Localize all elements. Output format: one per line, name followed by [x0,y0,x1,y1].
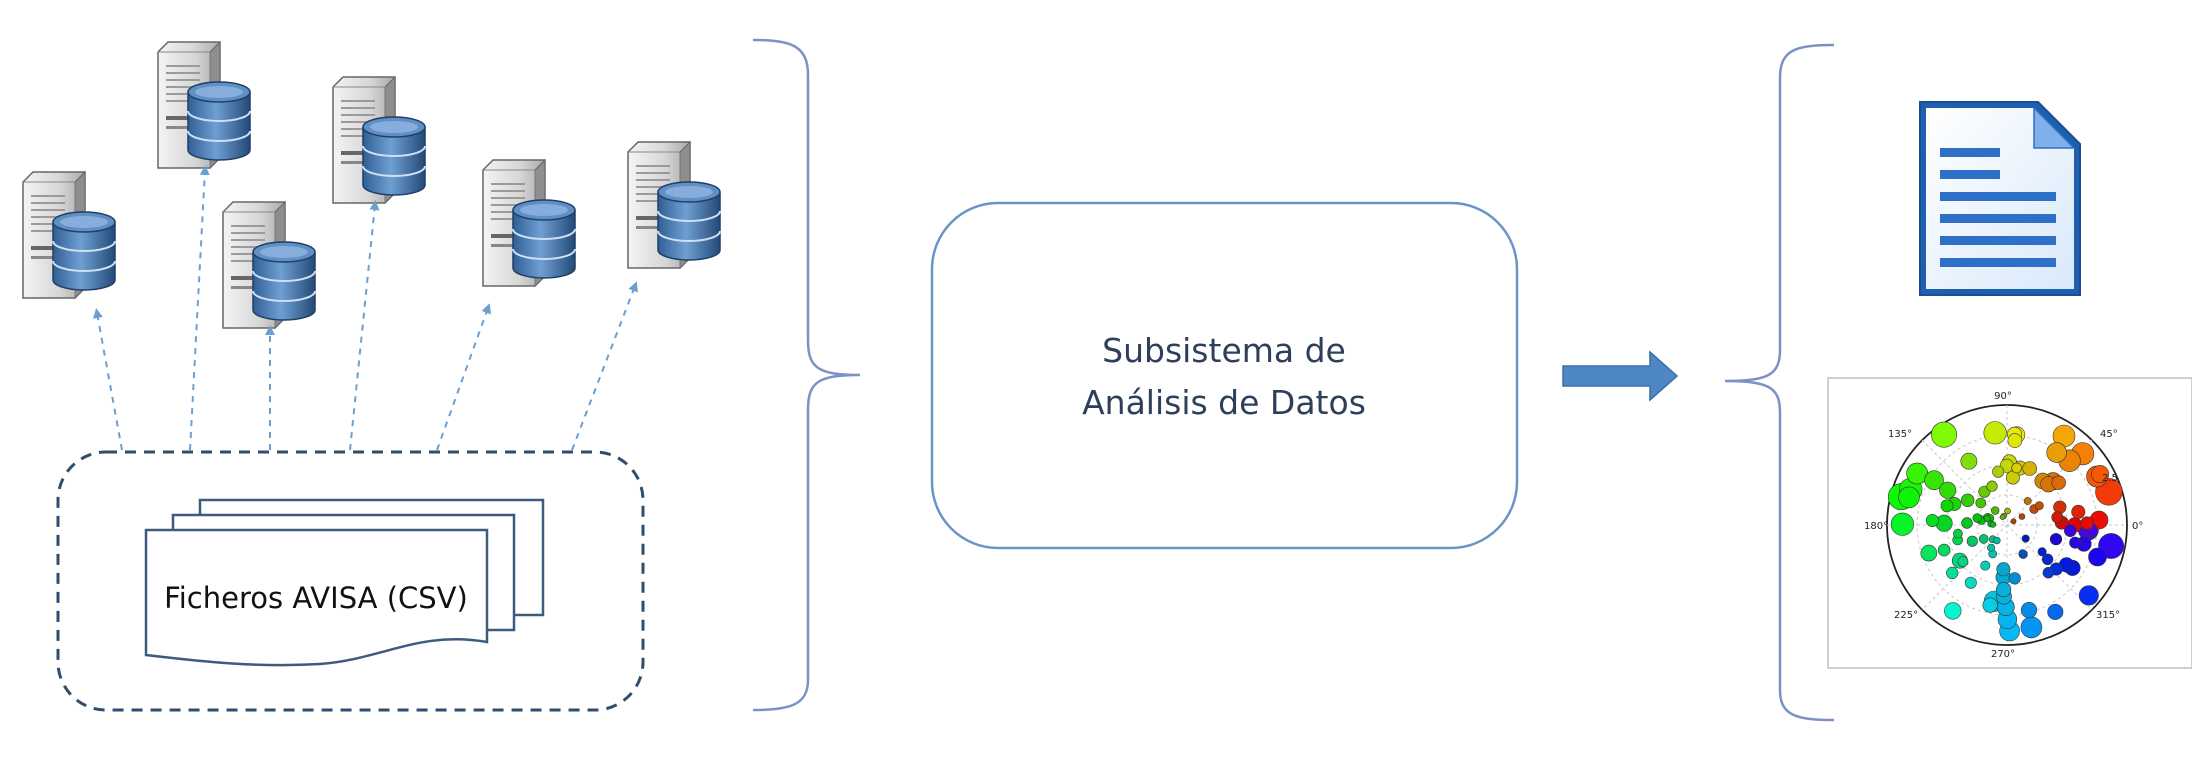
polar-point-98 [2018,549,2027,558]
polar-point-48 [2022,461,2037,476]
process-label-line2: Análisis de Datos [1082,383,1366,422]
csv-file-front [144,528,489,667]
output-arrow [1562,350,1679,402]
files-label: Ficheros AVISA (CSV) [164,581,468,615]
polar-point-49 [2007,433,2023,448]
polar-point-65 [2064,524,2077,538]
polar-point-60 [2053,500,2067,514]
polar-point-5 [1890,512,1914,536]
polar-point-74 [1961,517,1973,529]
polar-point-97 [2021,534,2030,543]
analysis-subsystem-box: Subsistema de Análisis de Datos [930,201,1519,550]
csv-file-stack: Ficheros AVISA (CSV) [144,498,545,667]
polar-point-95 [1990,506,2000,515]
polar-tick-270: 270° [1991,649,2015,660]
polar-point-86 [1978,534,1989,544]
polar-point-80 [1975,497,1987,509]
polar-point-21 [2088,547,2107,567]
polar-point-78 [1966,535,1978,547]
polar-point-23 [2091,465,2110,484]
process-label-line1: Subsistema de [1102,331,1346,370]
polar-point-6 [1983,421,2007,445]
polar-point-19 [1924,470,1944,491]
polar-point-77 [1986,480,1998,492]
polar-point-35 [2047,603,2064,620]
polar-point-52 [2071,504,2086,519]
polar-point-61 [1925,513,1939,527]
polar-point-31 [1920,544,1938,562]
server-database-icon-5 [482,159,576,287]
polar-point-106 [1989,521,1997,528]
polar-point-50 [2051,475,2066,490]
polar-point-27 [1939,481,1957,499]
arrow-to-server-4 [349,200,380,451]
polar-point-12 [2020,616,2043,639]
polar-point-76 [2041,553,2054,565]
polar-point-58 [1960,493,1975,507]
polar-point-29 [1960,452,1978,470]
arrow-to-server-2 [189,165,210,451]
polar-point-84 [1953,528,1963,539]
polar-tick-315: 315° [2096,610,2120,621]
polar-tick-90: 90° [1994,391,2012,402]
polar-point-69 [1964,576,1977,589]
polar-point-28 [1935,514,1953,532]
polar-point-59 [2080,516,2094,530]
polar-point-105 [2004,507,2011,515]
polar-point-75 [2042,566,2055,579]
polar-tick-135: 135° [1888,429,1912,440]
polar-point-33 [2020,601,2038,619]
polar-point-83 [1980,560,1991,571]
right-brace [1724,43,1835,722]
polar-point-92 [2034,501,2044,510]
polar-tick-180: 180° [1864,521,1888,532]
polar-tick-225: 225° [1894,610,1918,621]
server-database-icon-2 [157,41,251,169]
server-database-icon-3 [222,201,316,329]
document-icon [1919,101,2081,296]
polar-point-17 [2046,442,2067,463]
left-brace [752,38,861,712]
polar-point-66 [2049,533,2063,546]
arrow-to-server-5 [436,303,492,451]
arrow-to-server-6 [571,281,638,451]
polar-point-63 [1940,499,1954,513]
polar-point-72 [2069,536,2081,549]
arrow-to-server-1 [92,308,123,451]
polar-point-18 [2078,585,2099,606]
polar-point-88 [1972,513,1982,523]
polar-radial-tick: 2.5 [2102,473,2118,484]
polar-point-68 [2008,572,2021,585]
polar-point-101 [1993,536,2001,545]
server-database-icon-1 [22,171,116,299]
polar-point-43 [1995,581,2012,598]
polar-point-73 [2051,511,2064,524]
polar-point-96 [1987,543,1996,552]
polar-point-41 [1982,597,1998,613]
polar-tick-45: 45° [2100,429,2118,440]
polar-point-64 [1937,543,1951,557]
upload-arrows [92,165,638,451]
server-database-icon-6 [627,141,721,269]
polar-point-104 [2018,513,2026,520]
polar-point-71 [1992,465,2005,478]
polar-scatter-plot-icon: 90° 45° 0° 315° 270° 225° 180° 135° 2.5 [1827,377,2192,669]
polar-point-67 [1946,566,1959,580]
polar-point-26 [1944,602,1962,620]
polar-point-103 [1983,515,1991,522]
polar-point-82 [2011,462,2022,474]
polar-point-90 [2037,547,2047,557]
polar-point-13 [1898,486,1920,509]
polar-point-109 [1999,514,2006,520]
polar-points [1887,421,2125,642]
polar-point-79 [1957,556,1969,567]
polar-point-99 [2023,497,2032,505]
polar-point-108 [2010,518,2017,525]
server-database-icon-4 [332,76,426,204]
polar-tick-0: 0° [2132,521,2143,532]
polar-point-54 [1996,562,2011,577]
csv-source-container [56,450,645,712]
polar-point-2 [1931,421,1958,448]
